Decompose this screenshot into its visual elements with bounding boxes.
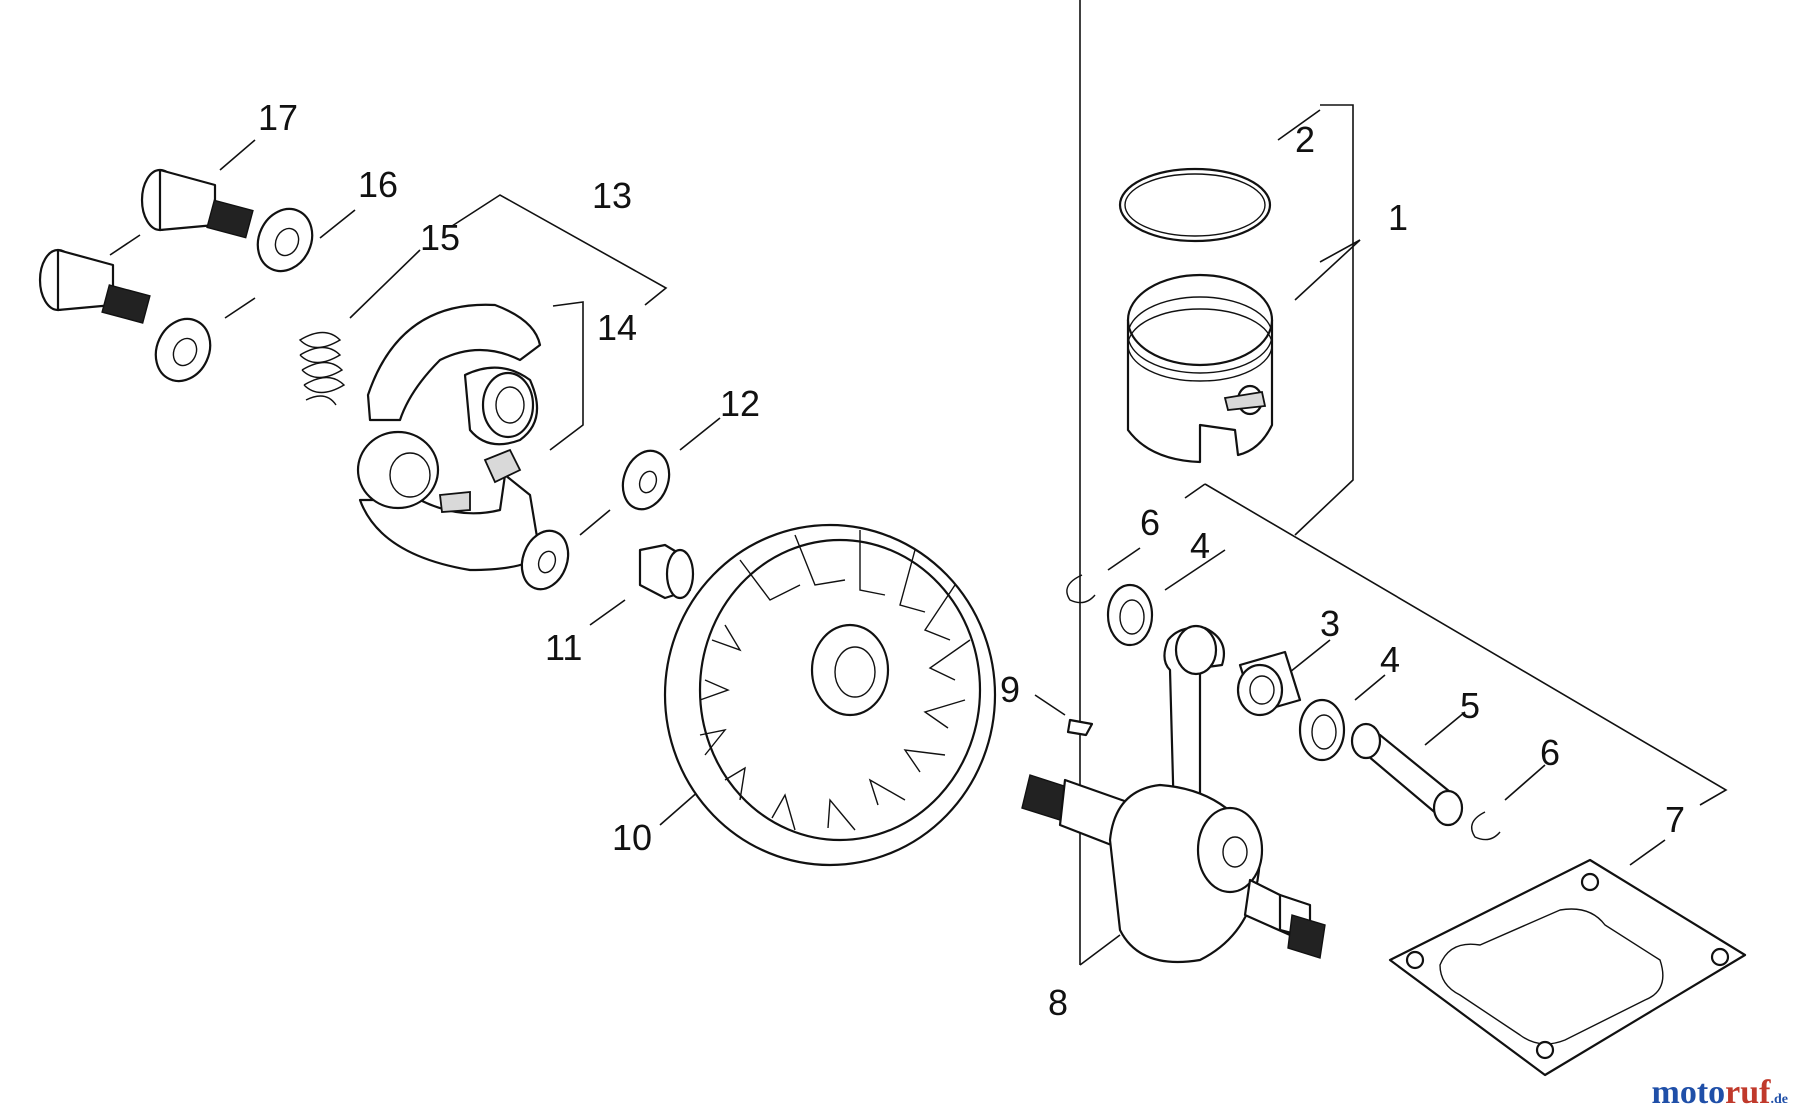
- watermark-main: moto: [1651, 1074, 1726, 1111]
- part-16-washers: [154, 207, 314, 383]
- callout-4-upper: 4: [1190, 525, 1210, 566]
- part-4-bearing-left: [1106, 583, 1154, 647]
- part-5-piston-pin: [1350, 722, 1464, 827]
- callout-8: 8: [1048, 982, 1068, 1023]
- part-15-spring: [298, 331, 346, 406]
- callout-12: 12: [720, 383, 760, 424]
- part-3-needle-cage: [1236, 650, 1302, 717]
- callout-11: 11: [545, 627, 582, 668]
- part-10-flywheel: [663, 523, 997, 867]
- watermark-logo: motoruf.de: [1652, 1074, 1788, 1112]
- callout-16: 16: [358, 164, 398, 205]
- callout-3: 3: [1320, 603, 1340, 644]
- callout-numbers: 1 2 3 4 4 5 6 6 7 8 9 10 11 12 13 14 15 …: [258, 97, 1685, 1023]
- assembly-brackets: [349, 104, 1728, 806]
- part-14-clutch-shoes: [356, 303, 542, 572]
- callout-10: 10: [612, 817, 652, 858]
- part-9-key: [1066, 718, 1094, 737]
- callout-15: 15: [420, 217, 460, 258]
- callout-13: 13: [592, 175, 632, 216]
- part-17-bolts: [38, 168, 254, 324]
- part-11-nut: [638, 543, 695, 600]
- callout-9: 9: [1000, 669, 1020, 710]
- part-7-gasket: [1388, 858, 1747, 1077]
- part-6-circlip-right: [1471, 811, 1501, 841]
- callout-6-upper: 6: [1140, 502, 1160, 543]
- watermark-tld: .de: [1770, 1092, 1789, 1107]
- part-12-washers: [520, 449, 671, 591]
- part-1-piston: [1126, 273, 1274, 464]
- watermark-accent: ruf: [1725, 1074, 1771, 1111]
- callout-17: 17: [258, 97, 298, 138]
- part-8-crankshaft: [1021, 624, 1326, 964]
- part-2-piston-ring: [1118, 167, 1272, 243]
- callout-14: 14: [597, 307, 637, 348]
- callout-4-lower: 4: [1380, 639, 1400, 680]
- callout-1: 1: [1388, 197, 1408, 238]
- part-6-circlip-left: [1066, 574, 1096, 604]
- callout-7: 7: [1665, 799, 1685, 840]
- callout-5: 5: [1460, 685, 1480, 726]
- part-4-bearing-right: [1298, 698, 1346, 762]
- callout-2: 2: [1295, 119, 1315, 160]
- callout-6-lower: 6: [1540, 732, 1560, 773]
